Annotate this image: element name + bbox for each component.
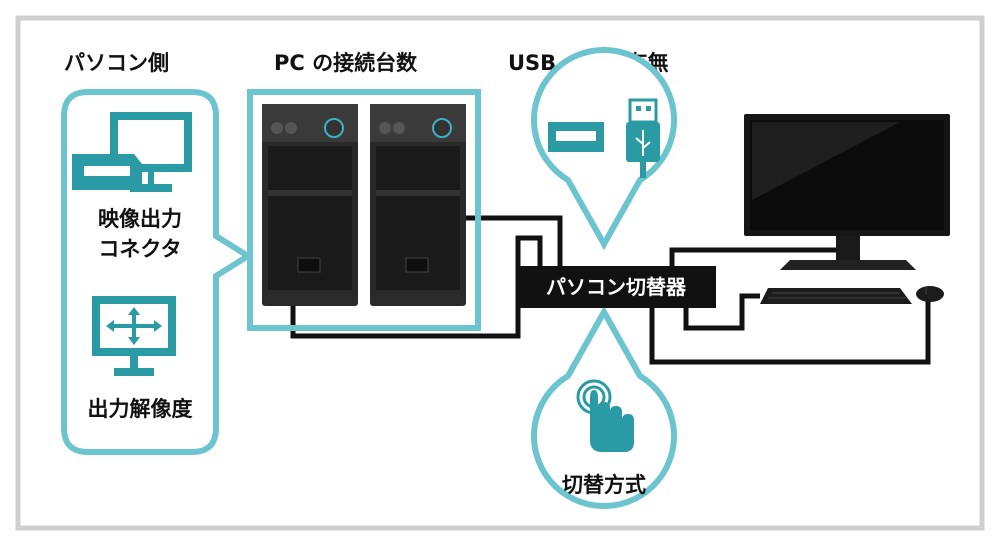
pc-count-title: PC の接続台数 (274, 51, 418, 75)
cable-switch-to-keyboard (683, 293, 760, 331)
video-output-label-line1: 映像出力 (98, 207, 182, 231)
usb-port-icon (548, 122, 604, 152)
video-connector-icon (72, 112, 192, 192)
switcher-label: パソコン切替器 (546, 275, 687, 299)
keyboard (760, 288, 912, 304)
cable-pc2-to-switch (448, 215, 563, 268)
usb-plug-icon (626, 98, 660, 178)
cable-switch-to-mouse (649, 300, 931, 365)
video-output-label-line2: コネクタ (98, 237, 181, 261)
resolution-label: 出力解像度 (88, 397, 193, 421)
monitor (744, 114, 950, 270)
pc-side-title: パソコン側 (64, 51, 169, 75)
pc-tower-1 (262, 104, 358, 306)
tap-finger-icon (576, 379, 634, 452)
switch-method-label: 切替方式 (562, 473, 646, 497)
pc-tower-2 (370, 104, 466, 306)
kvm-switcher: パソコン切替器 (516, 266, 716, 308)
mouse (916, 286, 944, 302)
pc-count-highlight (247, 89, 481, 331)
resolution-icon (92, 296, 176, 376)
